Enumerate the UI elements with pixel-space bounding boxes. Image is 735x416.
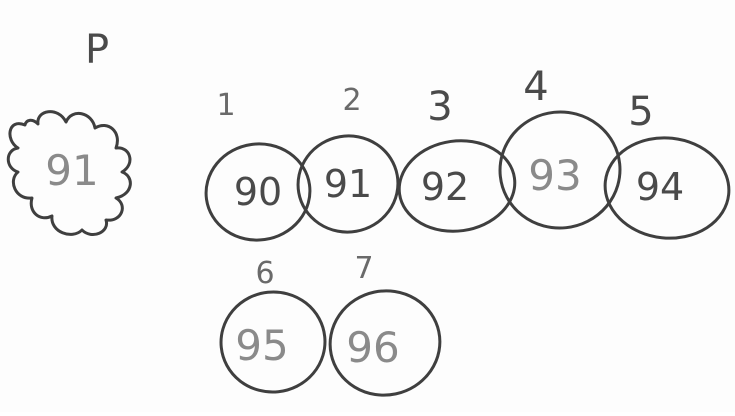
cloud-node: P 91 [6,27,132,236]
node-5: 5 94 [603,89,731,240]
node-value: 94 [636,165,684,209]
node-ellipse [397,139,517,233]
row-one: 1 90 2 91 3 92 4 93 5 9 [204,64,731,242]
node-value: 96 [346,323,399,372]
node-3: 3 92 [397,84,517,233]
node-value: 91 [324,162,372,206]
node-4: 4 93 [498,64,622,230]
cloud-shape [6,110,132,236]
node-7: 7 96 [328,251,442,397]
node-ellipse [296,134,400,234]
node-2: 2 91 [296,83,400,234]
node-index: 4 [523,64,548,110]
node-value: 90 [234,170,282,214]
node-value: 95 [235,321,288,370]
node-index: 7 [354,251,373,286]
node-index: 6 [255,256,274,291]
cloud-node-label: P [85,27,109,73]
node-index: 3 [427,84,452,130]
node-ellipse [498,110,622,230]
node-value: 92 [421,165,469,209]
node-ellipse [328,289,442,397]
node-6: 6 95 [219,256,327,394]
node-index: 5 [628,89,653,135]
node-ellipse [603,136,731,240]
node-value: 93 [528,151,581,200]
node-ellipse [204,142,312,242]
node-index: 2 [342,83,361,118]
node-1: 1 90 [204,88,312,242]
node-index: 1 [216,88,235,123]
node-ellipse [219,290,327,394]
row-two: 6 95 7 96 [219,251,442,397]
cloud-node-value: 91 [45,146,98,195]
